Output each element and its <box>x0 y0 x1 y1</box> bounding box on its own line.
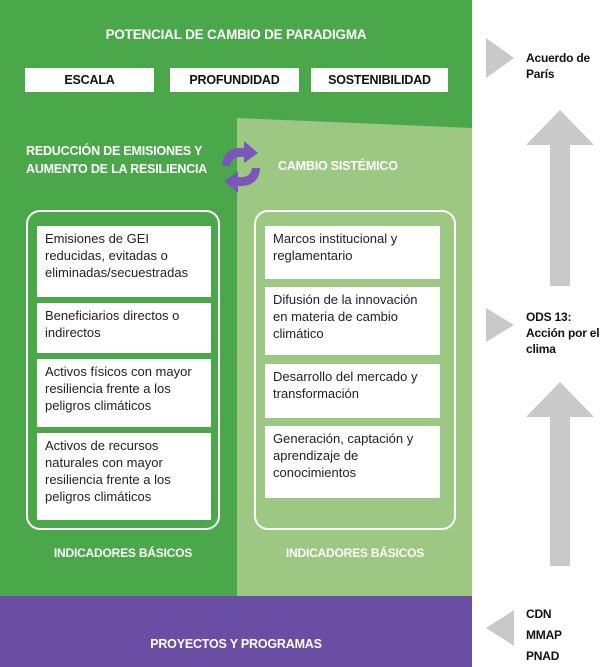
paris-line2: París <box>526 67 555 81</box>
paris-line1: Acuerdo de <box>526 51 591 65</box>
right-panel-title: CAMBIO SISTÉMICO <box>278 159 398 173</box>
right-indicators-frame <box>254 210 456 530</box>
chevron-arrow-icon <box>486 38 514 78</box>
sdg13-line2: Acción por el <box>526 326 600 340</box>
left-title-line2: AUMENTO DE LA RESILIENCIA <box>26 162 208 176</box>
paradigm-band <box>0 0 472 128</box>
ndc-label: CDN <box>526 607 552 621</box>
cycle-arrows-icon <box>222 141 260 193</box>
nap-label: PNAD <box>526 649 560 663</box>
left-indicators-frame <box>26 210 220 530</box>
sdg13-line3: clima <box>526 342 556 356</box>
up-arrow-icon <box>526 382 594 566</box>
side-arrows <box>486 38 594 646</box>
national-plans-label: CDN MMAP PNAD <box>526 604 562 667</box>
left-panel-title: REDUCCIÓN DE EMISIONES Y AUMENTO DE LA R… <box>26 142 216 178</box>
indicator-ghg-emissions: Emisiones de GEI reducidas, evitadas o e… <box>37 226 211 297</box>
chevron-left-arrow-icon <box>486 610 514 646</box>
left-core-indicators-label: INDICADORES BÁSICOS <box>53 546 193 560</box>
criterion-scale: ESCALA <box>25 68 154 92</box>
indicator-innovation-diffusion: Difusión de la innovación en materia de … <box>265 287 440 355</box>
indicator-beneficiaries: Beneficiarios directos o indirectos <box>37 303 211 353</box>
indicator-physical-assets: Activos físicos con mayor resiliencia fr… <box>37 359 211 427</box>
sdg13-line1: ODS 13: <box>526 310 572 324</box>
projects-title: PROYECTOS Y PROGRAMAS <box>150 637 322 651</box>
paris-agreement-label: Acuerdo de París <box>526 50 590 82</box>
up-arrow-icon <box>526 110 594 286</box>
sdg13-label: ODS 13: Acción por el clima <box>526 309 600 357</box>
indicator-institutional-frameworks: Marcos institucional y reglamentario <box>265 226 440 279</box>
indicator-knowledge-generation: Generación, captación y aprendizaje de c… <box>265 426 440 498</box>
left-title-line1: REDUCCIÓN DE EMISIONES Y <box>26 144 203 158</box>
indicator-natural-assets: Activos de recursos naturales con mayor … <box>37 433 211 520</box>
chevron-arrow-icon <box>486 308 514 342</box>
paradigm-title: POTENCIAL DE CAMBIO DE PARADIGMA <box>105 27 367 42</box>
criterion-sustainability: SOSTENIBILIDAD <box>311 68 448 92</box>
nama-label: MMAP <box>526 628 562 642</box>
right-core-indicators-label: INDICADORES BÁSICOS <box>285 546 425 560</box>
criterion-depth: PROFUNDIDAD <box>170 68 299 92</box>
projects-band <box>0 596 472 667</box>
indicator-market-development: Desarrollo del mercado y transformación <box>265 364 440 418</box>
